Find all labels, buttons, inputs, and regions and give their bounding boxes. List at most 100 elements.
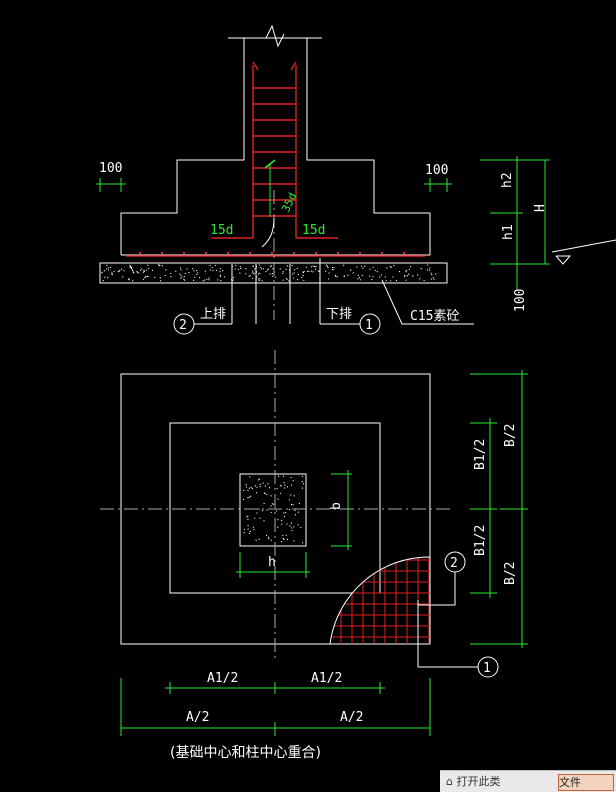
hatch-dot	[306, 270, 309, 272]
ground-line	[551, 239, 616, 253]
hatch-dot	[266, 493, 268, 496]
break-symbol	[265, 24, 285, 48]
hatch-dot	[296, 267, 298, 270]
hatch-dot	[384, 276, 386, 278]
hatch-dot	[270, 511, 272, 514]
hatch-dot	[267, 268, 269, 270]
hatch-dot	[248, 275, 250, 277]
hatch-dot	[310, 266, 313, 268]
hatch-dot	[291, 527, 293, 529]
hatch-dot	[327, 278, 330, 280]
hatch-dot	[326, 265, 329, 267]
label-B1-top: B1/2	[473, 439, 488, 470]
hatch-dot	[235, 264, 237, 267]
hatch-dot	[357, 274, 359, 276]
label-h: h	[268, 555, 276, 570]
hatch-dot	[420, 268, 422, 270]
hatch-dot	[247, 489, 249, 492]
hatch-dot	[408, 268, 411, 270]
hatch-dot	[260, 268, 263, 270]
hatch-dot	[251, 272, 253, 274]
rebar-dot	[138, 251, 142, 255]
hatch-dot	[369, 268, 371, 270]
hatch-dot	[157, 264, 160, 266]
hatch-dot	[431, 274, 433, 276]
hatch-dot	[280, 541, 283, 543]
rebar-dot	[292, 251, 296, 255]
hatch-dot	[259, 486, 261, 488]
hatch-dot	[283, 512, 285, 514]
label-b: b	[329, 502, 344, 510]
bubble-2-plan	[444, 551, 466, 573]
plan-caption: (基础中心和柱中心重合)	[170, 744, 321, 761]
hatch-dot	[202, 280, 204, 282]
hatch-dot	[113, 270, 115, 272]
hatch-dot	[314, 268, 317, 270]
hatch-dot	[291, 264, 293, 266]
hatch-dot	[285, 534, 287, 536]
hatch-dot	[247, 528, 249, 530]
hatch-dot	[293, 495, 295, 497]
hatch-dot	[279, 485, 282, 487]
taskbar-item-1[interactable]: ⌂ 打开此类	[446, 775, 501, 788]
label-H: H	[533, 204, 548, 212]
label-A-left: A/2	[186, 710, 209, 725]
hatch-dot	[272, 275, 274, 277]
hatch-dot	[193, 270, 195, 272]
hatch-dot	[272, 268, 274, 270]
hatch-dot	[292, 480, 294, 482]
label-A-right: A/2	[340, 710, 363, 725]
hatch-dot	[417, 274, 419, 276]
hatch-dot	[211, 266, 213, 269]
hatch-dot	[260, 266, 262, 269]
hatch-dot	[145, 269, 148, 271]
hatch-dot	[286, 486, 289, 488]
leader-cushion	[381, 279, 474, 325]
hatch-dot	[294, 509, 296, 511]
hatch-dot	[293, 526, 295, 528]
hatch-dot	[325, 264, 328, 266]
hatch-dot	[269, 273, 271, 275]
hatch-dot	[122, 276, 124, 278]
hatch-dot	[300, 526, 302, 529]
hatch-dot	[247, 518, 249, 520]
hatch-dot	[405, 271, 407, 273]
hatch-dot	[352, 272, 354, 274]
hatch-dot	[361, 265, 363, 267]
hatch-dot	[250, 486, 252, 488]
hatch-dot	[255, 492, 258, 494]
hatch-dot	[151, 269, 154, 271]
hatch-dot	[237, 268, 239, 271]
rebar-dot	[314, 251, 318, 255]
rebar-dot	[160, 251, 164, 255]
hatch-dot	[208, 279, 210, 281]
hatch-dot	[209, 269, 211, 271]
hatch-dot	[301, 276, 303, 278]
hatch-dot	[240, 267, 242, 270]
rebar-dot	[358, 251, 362, 255]
hatch-dot	[184, 272, 186, 274]
hatch-dot	[390, 280, 392, 282]
hatch-dot	[293, 272, 295, 274]
hatch-dot	[192, 279, 195, 281]
hatch-dot	[258, 508, 260, 510]
hatch-dot	[219, 268, 221, 270]
hatch-dot	[302, 475, 304, 477]
hatch-dot	[188, 271, 190, 274]
hatch-dot	[219, 274, 221, 276]
hatch-dot	[390, 266, 392, 268]
hatch-dot	[154, 276, 156, 278]
hatch-dot	[252, 265, 254, 267]
hatch-dot	[423, 279, 425, 282]
hatch-dot	[142, 271, 145, 273]
hatch-dot	[293, 277, 295, 279]
hatch-dot	[219, 271, 221, 273]
hatch-dot	[271, 503, 273, 505]
hatch-dot	[256, 512, 258, 514]
hatch-dot	[427, 264, 429, 266]
hatch-dot	[252, 270, 254, 272]
hatch-dot	[284, 484, 286, 486]
taskbar-item-2[interactable]: 文件	[558, 774, 614, 791]
hatch-dot	[410, 266, 412, 268]
hatch-dot	[253, 273, 255, 275]
